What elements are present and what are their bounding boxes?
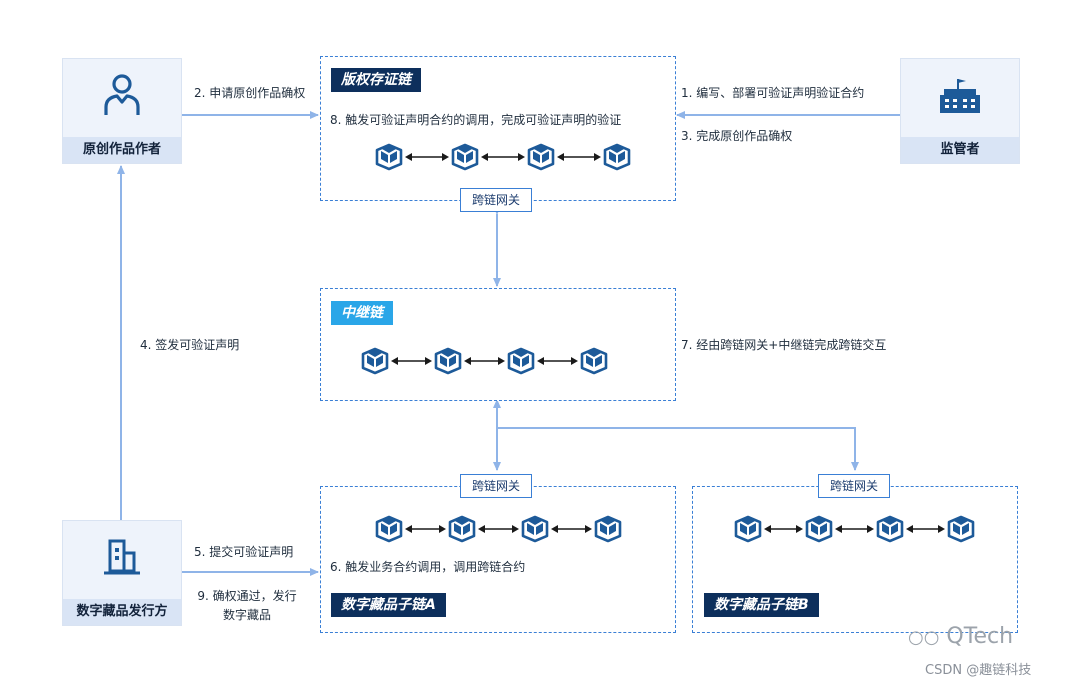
blockchain-node-icon (448, 515, 476, 543)
subchain-a-title: 数字藏品子链A (331, 593, 446, 617)
node-link-arrow (906, 525, 945, 533)
actor-regulator-label: 监管者 (901, 137, 1019, 163)
actor-regulator: 监管者 (900, 58, 1020, 164)
step-8-label: 8. 触发可验证声明合约的调用，完成可验证声明的验证 (330, 113, 622, 127)
node-link-arrow (464, 357, 505, 365)
step-9-label-line2: 数字藏品 (222, 608, 271, 622)
blockchain-node-icon (947, 515, 975, 543)
person-icon (63, 73, 181, 117)
step-1-label: 1. 编写、部署可验证声明验证合约 (681, 86, 865, 100)
step-3-label: 3. 完成原创作品确权 (681, 129, 793, 143)
gateway-subchain-b: 跨链网关 (818, 474, 890, 498)
watermark-credit: CSDN @趣链科技 (925, 663, 1032, 678)
blockchain-node-icon (603, 143, 631, 171)
blockchain-node-icon (527, 143, 555, 171)
step-2-label: 2. 申请原创作品确权 (194, 86, 306, 100)
step-5-label: 5. 提交可验证声明 (194, 545, 294, 559)
step-6-label: 6. 触发业务合约调用，调用跨链合约 (330, 560, 526, 574)
blockchain-node-icon (521, 515, 549, 543)
blockchain-node-icon (507, 347, 535, 375)
watermark-brand: QTech (946, 624, 1014, 649)
blockchain-node-icon (734, 515, 762, 543)
actor-author-label: 原创作品作者 (63, 137, 181, 163)
office-building-icon (63, 535, 181, 579)
blockchain-node-icon (434, 347, 462, 375)
blockchain-node-icon (876, 515, 904, 543)
node-link-arrow (478, 525, 519, 533)
blockchain-node-icon (375, 143, 403, 171)
actor-issuer-label: 数字藏品发行方 (63, 599, 181, 625)
relay-chain-title: 中继链 (331, 301, 393, 325)
government-building-icon (901, 73, 1019, 117)
node-link-arrow (557, 153, 601, 161)
node-link-arrow (405, 525, 446, 533)
node-link-arrow (391, 357, 432, 365)
actor-issuer: 数字藏品发行方 (62, 520, 182, 626)
wechat-icon: ○○ (908, 627, 940, 648)
node-link-arrow (551, 525, 592, 533)
step-4-label: 4. 签发可验证声明 (140, 338, 240, 352)
blockchain-node-icon (594, 515, 622, 543)
node-link-arrow (405, 153, 449, 161)
node-link-arrow (764, 525, 803, 533)
blockchain-node-icon (805, 515, 833, 543)
blockchain-node-icon (580, 347, 608, 375)
node-link-arrow (537, 357, 578, 365)
gateway-subchain-a: 跨链网关 (460, 474, 532, 498)
arrow-relay-to-subchain-b (497, 427, 859, 471)
actor-author: 原创作品作者 (62, 58, 182, 164)
blockchain-node-icon (451, 143, 479, 171)
node-link-arrow (481, 153, 525, 161)
gateway-copyright: 跨链网关 (460, 188, 532, 212)
blockchain-node-icon (361, 347, 389, 375)
watermark-logo: ○○ QTech (908, 624, 1013, 649)
blockchain-node-icon (375, 515, 403, 543)
step-7-label: 7. 经由跨链网关+中继链完成跨链交互 (681, 338, 887, 352)
step-9-label-line1: 9. 确权通过，发行 (197, 589, 297, 603)
copyright-chain-title: 版权存证链 (331, 68, 421, 92)
node-link-arrow (835, 525, 874, 533)
subchain-b-title: 数字藏品子链B (704, 593, 819, 617)
